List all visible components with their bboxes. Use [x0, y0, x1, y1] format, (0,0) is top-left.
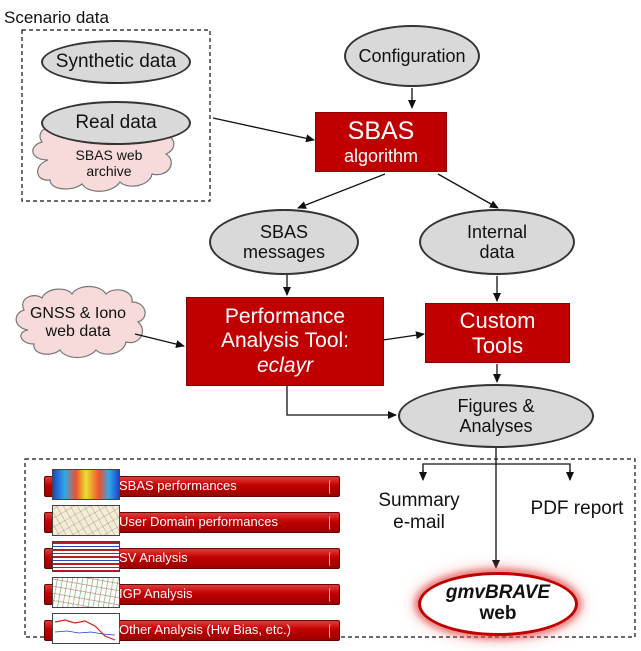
- synthetic-data-node: Synthetic data: [41, 40, 191, 84]
- analysis-row-sbas-performances: SBAS performances: [44, 469, 340, 500]
- igp-analysis-thumbnail: [52, 577, 120, 608]
- analysis-row-label: User Domain performances: [119, 514, 278, 529]
- configuration-node: Configuration: [344, 25, 480, 87]
- analysis-row-igp: IGP Analysis: [44, 577, 340, 608]
- user-domain-map-thumbnail: [52, 505, 120, 536]
- analysis-row-label: Other Analysis (Hw Bias, etc.): [119, 622, 291, 637]
- scenario-frame: [21, 29, 211, 202]
- performance-analysis-tool-box: Performance Analysis Tool: eclayr: [186, 297, 384, 386]
- analysis-row-label: SBAS performances: [119, 478, 237, 493]
- analysis-row-sv: SV Analysis: [44, 541, 340, 572]
- sbas-algorithm-box: SBAS algorithm: [315, 112, 447, 172]
- analysis-row-label: SV Analysis: [119, 550, 188, 565]
- sv-analysis-thumbnail: [52, 541, 120, 572]
- analysis-row-user-domain: User Domain performances: [44, 505, 340, 536]
- gmvbrave-web-node: gmvBRAVE web: [418, 572, 578, 636]
- sbas-performance-map-thumbnail: [52, 469, 120, 500]
- scenario-title: Scenario data: [4, 8, 109, 27]
- other-analysis-plot-thumbnail: [52, 613, 120, 644]
- analysis-row-other: Other Analysis (Hw Bias, etc.): [44, 613, 340, 644]
- real-data-node: Real data: [41, 101, 191, 145]
- gnss-cloud: [15, 285, 146, 359]
- figures-analyses-node: Figures &Analyses: [398, 384, 594, 448]
- analysis-row-label: IGP Analysis: [119, 586, 193, 601]
- pdf-report-label: PDF report: [530, 498, 624, 519]
